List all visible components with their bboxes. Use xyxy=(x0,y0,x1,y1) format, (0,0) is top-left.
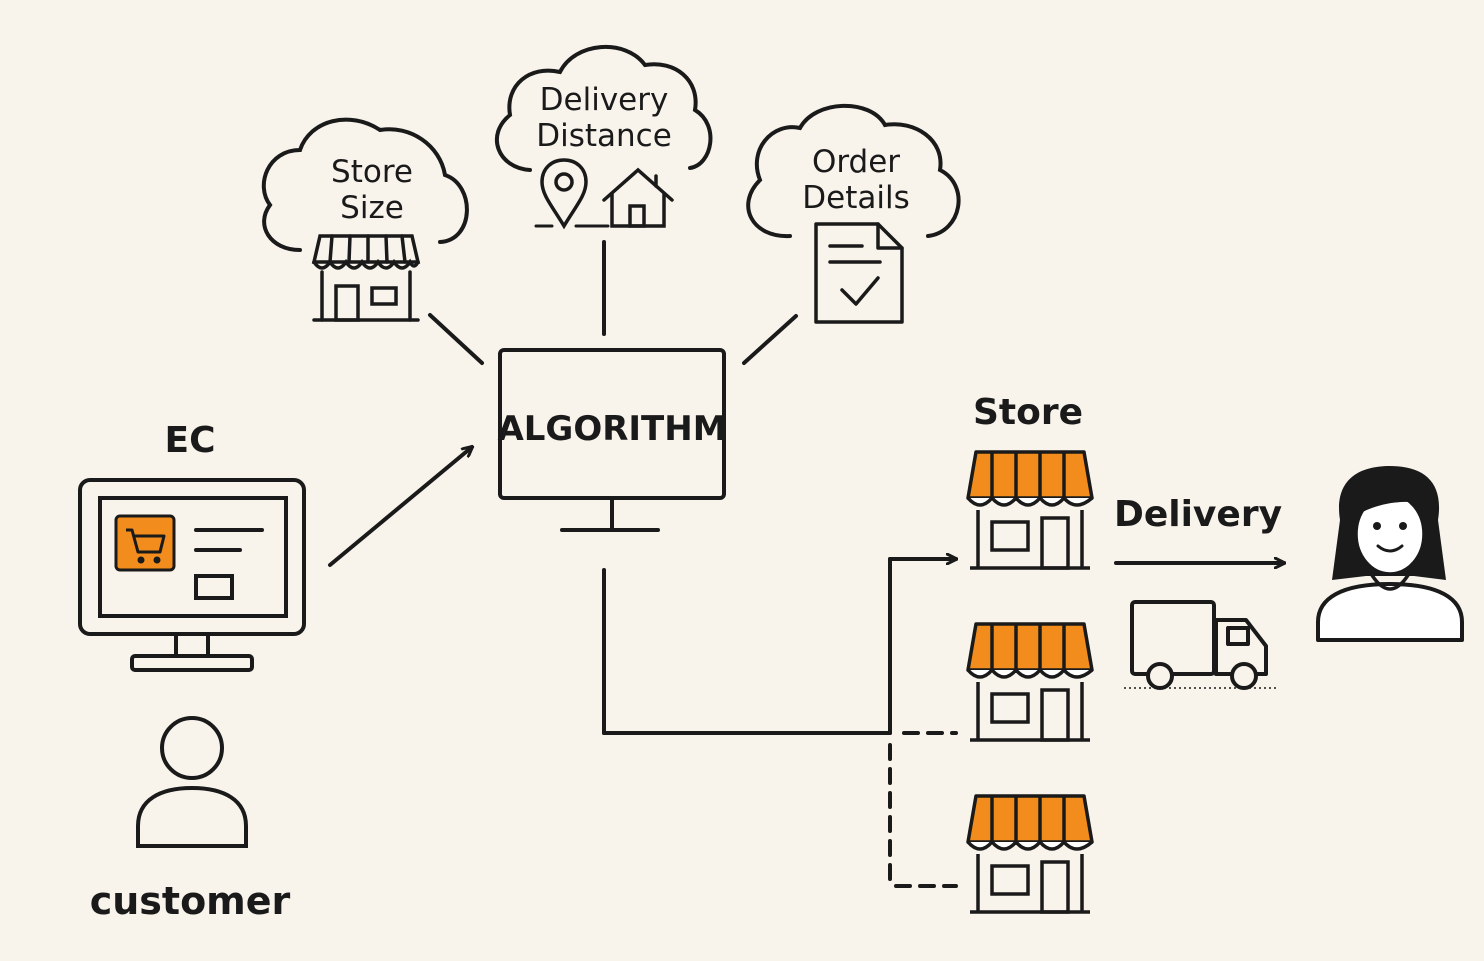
checklist-document-icon xyxy=(814,222,904,324)
ec-computer-icon xyxy=(78,478,306,672)
delivery-label: Delivery xyxy=(1114,494,1282,535)
store-label: Store xyxy=(973,392,1083,433)
store-size-title-line1: Store xyxy=(331,154,413,190)
delivery-distance-title-line1: Delivery xyxy=(540,82,669,118)
order-details-title-line1: Order xyxy=(812,144,900,180)
order-details-cloud: Order Details xyxy=(746,103,961,324)
delivery-distance-title-line2: Distance xyxy=(536,118,672,154)
ec-to-algorithm-arrow xyxy=(328,447,472,567)
algorithm-to-stores-flow xyxy=(602,559,958,888)
ec-label: EC xyxy=(164,420,215,461)
location-pin-icon xyxy=(540,158,588,230)
algorithm-monitor: ALGORITHM xyxy=(497,348,727,532)
delivery-distance-cloud: Delivery Distance xyxy=(495,44,713,230)
storefront-icon xyxy=(311,234,421,322)
store-size-cloud: Store Size xyxy=(261,117,469,322)
order-details-title-line2: Details xyxy=(802,180,909,216)
house-icon xyxy=(602,167,674,228)
candidate-store-icon-2 xyxy=(966,622,1094,742)
shopping-cart-icon xyxy=(114,514,176,572)
delivery-truck-icon xyxy=(1124,600,1276,690)
algorithm-label: ALGORITHM xyxy=(497,409,726,449)
candidate-store-icon-3 xyxy=(966,794,1094,914)
customer-user-icon xyxy=(136,716,248,848)
recipient-woman-icon xyxy=(1316,466,1464,642)
customer-label: customer xyxy=(90,879,291,923)
cloud-connectors xyxy=(428,240,798,365)
selected-store-icon xyxy=(966,450,1094,570)
store-size-title-line2: Size xyxy=(340,190,404,226)
